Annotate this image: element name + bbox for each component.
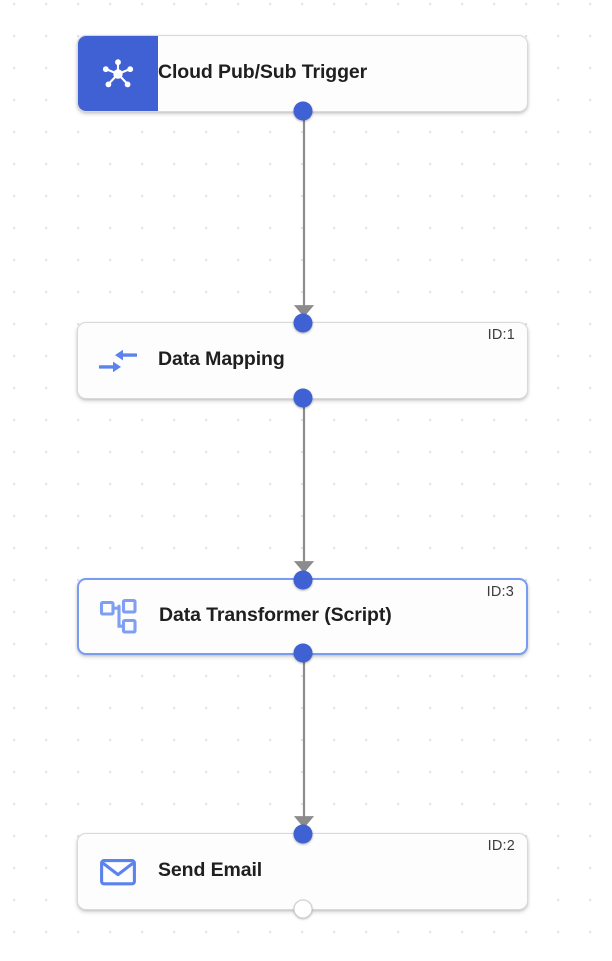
- node-icon-panel: [78, 36, 158, 111]
- node-icon-slot: [78, 323, 158, 398]
- node-target-handle[interactable]: [293, 570, 312, 590]
- node-id-label: ID:3: [486, 584, 514, 600]
- node-cloud-pub-sub-trigger[interactable]: Cloud Pub/Sub Trigger: [77, 35, 528, 121]
- node-body: Send Email ID:2: [158, 834, 527, 909]
- node-source-handle[interactable]: [293, 899, 312, 919]
- node-id-label: ID:2: [487, 838, 515, 854]
- node-id-label: ID:1: [487, 327, 515, 343]
- node-target-handle[interactable]: [293, 824, 312, 844]
- node-body: Data Mapping ID:1: [158, 323, 527, 398]
- envelope-icon: [100, 858, 136, 885]
- node-data-transformer-script[interactable]: Data Transformer (Script) ID:3: [77, 570, 528, 663]
- node-send-email[interactable]: Send Email ID:2: [77, 824, 528, 919]
- node-target-handle[interactable]: [293, 313, 312, 333]
- node-icon-slot: [78, 834, 158, 909]
- node-title: Cloud Pub/Sub Trigger: [158, 60, 368, 83]
- node-source-handle[interactable]: [293, 643, 312, 663]
- node-icon-slot: [79, 580, 159, 653]
- node-body: Cloud Pub/Sub Trigger: [158, 36, 527, 111]
- node-title: Data Mapping: [158, 347, 285, 370]
- pubsub-hub-icon: [102, 58, 134, 87]
- node-source-handle[interactable]: [293, 101, 312, 121]
- node-title: Send Email: [158, 858, 263, 881]
- node-source-handle[interactable]: [293, 388, 312, 408]
- merge-arrows-icon: [99, 349, 137, 372]
- node-title: Data Transformer (Script): [159, 603, 392, 626]
- node-body: Data Transformer (Script) ID:3: [159, 580, 526, 653]
- sitemap-icon: [99, 598, 137, 634]
- node-data-mapping[interactable]: Data Mapping ID:1: [77, 313, 528, 408]
